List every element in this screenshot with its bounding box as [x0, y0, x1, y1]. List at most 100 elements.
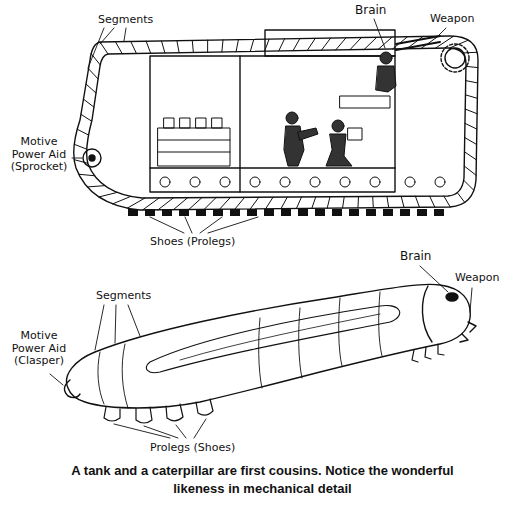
part-label: Brain: [355, 4, 386, 18]
track-shoes: [298, 209, 308, 216]
leader-lines: [470, 288, 472, 312]
leader-lines: [72, 158, 82, 159]
tank-engine: [158, 128, 230, 166]
track-segments: [83, 99, 93, 107]
tank-crew: [298, 128, 318, 140]
caterpillar-prolegs: [104, 407, 120, 421]
track-segments: [464, 166, 476, 175]
tank-sprocket: [83, 149, 101, 167]
caterpillar-prolegs: [136, 407, 152, 423]
tank-engine: [158, 152, 230, 153]
track-segments: [189, 198, 202, 210]
tank-drawing: [74, 30, 478, 216]
caption: A tank and a caterpillar are first cousi…: [45, 462, 480, 497]
track-shoes: [417, 209, 427, 216]
caterpillar-clasper: [64, 380, 80, 398]
track-shoes: [264, 209, 274, 216]
part-label: Shoes (Prolegs): [150, 236, 235, 249]
leader-lines: [100, 28, 114, 44]
track-segments: [177, 41, 179, 53]
part-label: Motive Power Aid (Clasper): [8, 330, 70, 368]
track-segments: [220, 197, 231, 209]
tank-hull: [265, 30, 395, 56]
tank-wheels: [310, 177, 320, 187]
track-shoes: [145, 209, 155, 216]
track-segments: [131, 41, 137, 53]
track-segments: [321, 38, 330, 50]
track-segments: [74, 36, 478, 210]
track-segments: [204, 198, 216, 210]
track-segments: [378, 37, 392, 49]
tank-wheels: [250, 177, 260, 187]
track-shoes: [196, 209, 206, 216]
caterpillar-segments: [98, 292, 382, 408]
track-segments: [350, 38, 362, 50]
track-segments: [343, 197, 345, 208]
tank-crew: [348, 128, 362, 140]
track-shoes: [128, 209, 138, 216]
leader-lines: [50, 19, 472, 438]
tank-sprocket: [89, 155, 95, 161]
tank-crew: [332, 120, 344, 132]
track-segments: [465, 95, 477, 98]
track-segments: [364, 37, 377, 49]
track-segments: [444, 196, 450, 207]
caterpillar-drawing: [64, 284, 476, 423]
part-label: Segments: [98, 14, 153, 27]
tank-hull: [441, 44, 469, 72]
tank-wheels: [370, 177, 380, 187]
track-segments: [74, 144, 86, 149]
leader-lines: [200, 217, 222, 233]
track-segments: [266, 197, 273, 209]
track-segments: [466, 66, 478, 67]
tank-wheels: [160, 177, 445, 187]
part-label: Segments: [96, 290, 151, 303]
part-label: Weapon: [455, 272, 499, 285]
track-segments: [296, 197, 301, 209]
tank-track: [74, 36, 478, 210]
track-segments: [207, 40, 208, 52]
track-shoes: [434, 209, 444, 216]
leader-lines: [185, 217, 192, 233]
caterpillar-gut: [180, 314, 380, 360]
leader-lines: [124, 28, 126, 41]
track-shoes: [179, 209, 189, 216]
track-segments: [430, 196, 435, 207]
track-segments: [99, 192, 117, 197]
caterpillar-brain: [446, 293, 458, 301]
track-shoes: [247, 209, 257, 216]
track-segments: [357, 197, 359, 208]
tank-hull: [239, 56, 240, 192]
tank-wheels: [435, 177, 445, 187]
track-segments: [86, 84, 96, 93]
track-segments: [235, 197, 245, 209]
track-segments: [100, 42, 108, 54]
track-shoes: [230, 209, 240, 216]
caterpillar-body: [67, 284, 471, 408]
track-shoes: [128, 209, 444, 216]
leader-lines: [114, 424, 170, 438]
tank-engine: [180, 118, 190, 128]
track-segments: [372, 196, 374, 207]
part-label: Motive Power Aid (Sprocket): [8, 136, 70, 174]
tank-wheels: [405, 177, 415, 187]
tank-hull: [150, 30, 469, 192]
tank-engine: [164, 118, 174, 128]
tank-track: [87, 48, 466, 198]
track-segments: [173, 198, 187, 210]
track-segments: [279, 39, 285, 51]
track-segments: [457, 193, 464, 203]
caterpillar-head: [422, 286, 432, 342]
tank-hull: [445, 48, 465, 68]
track-segments: [312, 197, 316, 208]
track-segments: [250, 197, 259, 209]
track-segments: [293, 39, 300, 51]
track-shoes: [349, 209, 359, 216]
leader-lines: [420, 266, 448, 292]
tank-hull: [150, 167, 395, 168]
track-segments: [464, 180, 474, 190]
track-segments: [162, 41, 165, 53]
track-shoes: [213, 209, 223, 216]
track-segments: [81, 114, 92, 121]
